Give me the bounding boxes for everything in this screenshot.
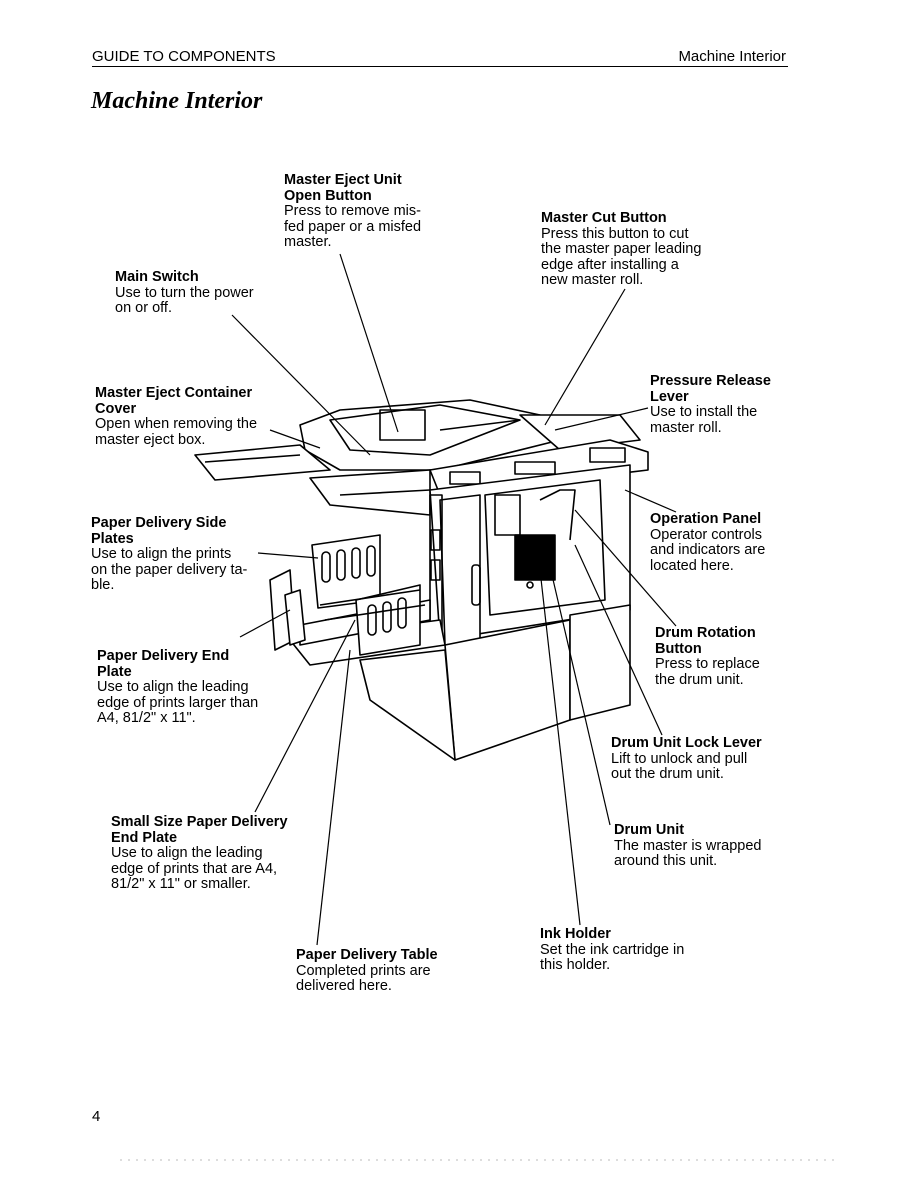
callout-desc: Set the ink cartridge in this holder. — [540, 941, 685, 974]
callout-name: Master Eject Unit Open Button — [284, 172, 402, 204]
callout-desc: Completed prints are delivered here. — [296, 962, 431, 995]
callout-desc: Press to remove mis- fed paper or a misf… — [284, 203, 422, 251]
callout-desc: The master is wrapped around this unit. — [614, 837, 762, 870]
page-number: 4 — [92, 1108, 101, 1125]
callout-drum-unit-lock-lever: Drum Unit Lock Lever Lift to unlock and … — [611, 735, 762, 783]
callout-paper-delivery-end-plate: Paper Delivery End Plate Use to align th… — [97, 648, 259, 727]
callout-name: Drum Rotation Button — [655, 625, 756, 657]
callout-desc: Use to align the leading edge of prints … — [97, 679, 259, 727]
section-header: GUIDE TO COMPONENTS — [92, 48, 276, 65]
callout-name: Paper Delivery Side Plates — [91, 515, 227, 547]
callout-desc: Use to align the leading edge of prints … — [111, 845, 278, 893]
callout-paper-delivery-table: Paper Delivery Table Completed prints ar… — [296, 947, 438, 995]
callout-ink-holder: Ink Holder Set the ink cartridge in this… — [540, 926, 685, 974]
callout-desc: Use to install the master roll. — [650, 404, 758, 436]
page-title: Machine Interior — [91, 88, 263, 114]
callout-name: Master Cut Button — [541, 210, 667, 226]
callout-desc: Use to align the prints on the paper del… — [91, 546, 248, 594]
topic-header: Machine Interior — [678, 48, 786, 65]
callout-operation-panel: Operation Panel Operator controls and in… — [650, 511, 766, 574]
callout-name: Paper Delivery End Plate — [97, 648, 230, 680]
callout-drum-rotation-button: Drum Rotation Button Press to replace th… — [655, 625, 760, 688]
callout-name: Paper Delivery Table — [296, 947, 438, 963]
callout-name: Main Switch — [115, 269, 199, 285]
callout-desc: Press to replace the drum unit. — [655, 656, 760, 688]
callout-name: Small Size Paper Delivery End Plate — [111, 814, 288, 846]
callout-name: Operation Panel — [650, 511, 762, 527]
callout-name: Pressure Release Lever — [650, 373, 771, 405]
callout-name: Ink Holder — [540, 926, 611, 942]
callout-main-switch: Main Switch Use to turn the power on or … — [115, 269, 254, 317]
callout-desc: Press this button to cut the master pape… — [541, 225, 702, 289]
header-rule — [92, 66, 788, 67]
callout-pressure-release-lever: Pressure Release Lever Use to install th… — [650, 373, 771, 436]
callout-name: Drum Unit Lock Lever — [611, 735, 762, 751]
callout-small-size-paper-delivery-end-plate: Small Size Paper Delivery End Plate Use … — [111, 814, 288, 893]
callout-desc: Lift to unlock and pull out the drum uni… — [611, 750, 748, 783]
callout-desc: Open when removing the master eject box. — [95, 416, 258, 448]
callout-master-eject-unit-open-button: Master Eject Unit Open Button Press to r… — [284, 172, 422, 251]
callout-master-eject-container-cover: Master Eject Container Cover Open when r… — [95, 385, 258, 448]
callout-desc: Use to turn the power on or off. — [115, 284, 254, 317]
callout-desc: Operator controls and indicators are loc… — [650, 526, 766, 574]
callout-name: Master Eject Container Cover — [95, 385, 253, 417]
callout-name: Drum Unit — [614, 822, 685, 838]
callout-drum-unit: Drum Unit The master is wrapped around t… — [614, 822, 762, 870]
callout-master-cut-button: Master Cut Button Press this button to c… — [541, 210, 702, 289]
callout-paper-delivery-side-plates: Paper Delivery Side Plates Use to align … — [91, 515, 248, 594]
